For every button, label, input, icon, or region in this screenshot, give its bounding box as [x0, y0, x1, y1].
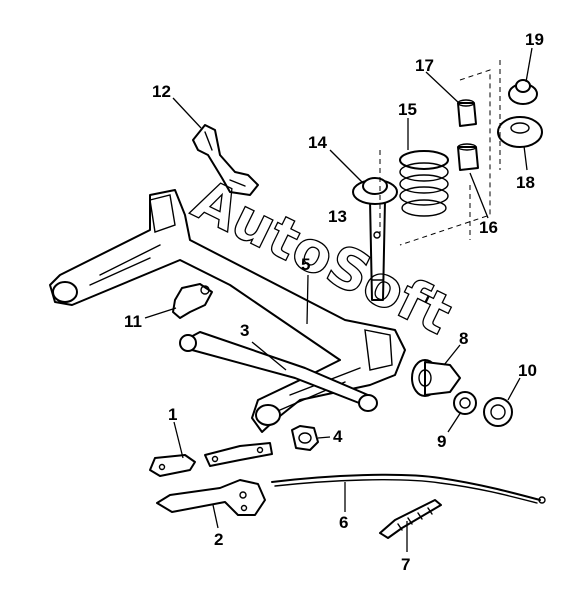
callout-9: 9 [437, 432, 446, 451]
top-mount-14 [352, 177, 398, 205]
callout-17: 17 [415, 56, 434, 75]
callout-2: 2 [214, 530, 223, 549]
track-rod [179, 331, 378, 412]
bearing-9 [453, 391, 477, 415]
spring-seat-18 [497, 116, 543, 148]
callout-7: 7 [401, 555, 410, 574]
coil-spring-15 [399, 150, 449, 217]
callout-19: 19 [525, 30, 544, 49]
cap-19 [508, 79, 538, 105]
callout-8: 8 [459, 329, 468, 348]
callout-5: 5 [301, 255, 310, 274]
callout-labels: 1 2 3 4 5 6 7 8 9 10 11 12 13 14 15 16 1… [124, 30, 544, 574]
leader-lines [144, 47, 533, 552]
lever-arm-2 [156, 479, 266, 516]
exploded-guides [379, 60, 501, 246]
callout-11: 11 [124, 312, 142, 331]
callout-10: 10 [518, 361, 537, 380]
callout-3: 3 [240, 321, 249, 340]
callout-18: 18 [516, 173, 535, 192]
callout-1: 1 [168, 405, 177, 424]
bump-stop-16 [457, 143, 479, 171]
anti-roll-bar-12 [192, 124, 259, 196]
bracket-1 [149, 442, 273, 477]
hub-8 [411, 359, 461, 397]
cap-10 [483, 397, 513, 427]
callout-6: 6 [339, 513, 348, 532]
callout-14: 14 [308, 133, 327, 152]
top-stop-17 [457, 99, 477, 127]
callout-4: 4 [333, 427, 343, 446]
callout-15: 15 [398, 100, 417, 119]
bushing-4 [291, 425, 319, 451]
callout-12: 12 [152, 82, 171, 101]
bracket-11 [172, 283, 213, 319]
cable-end-7 [379, 499, 442, 539]
callout-16: 16 [479, 218, 498, 237]
callout-13: 13 [328, 207, 347, 226]
brake-cable-6 [271, 473, 546, 504]
